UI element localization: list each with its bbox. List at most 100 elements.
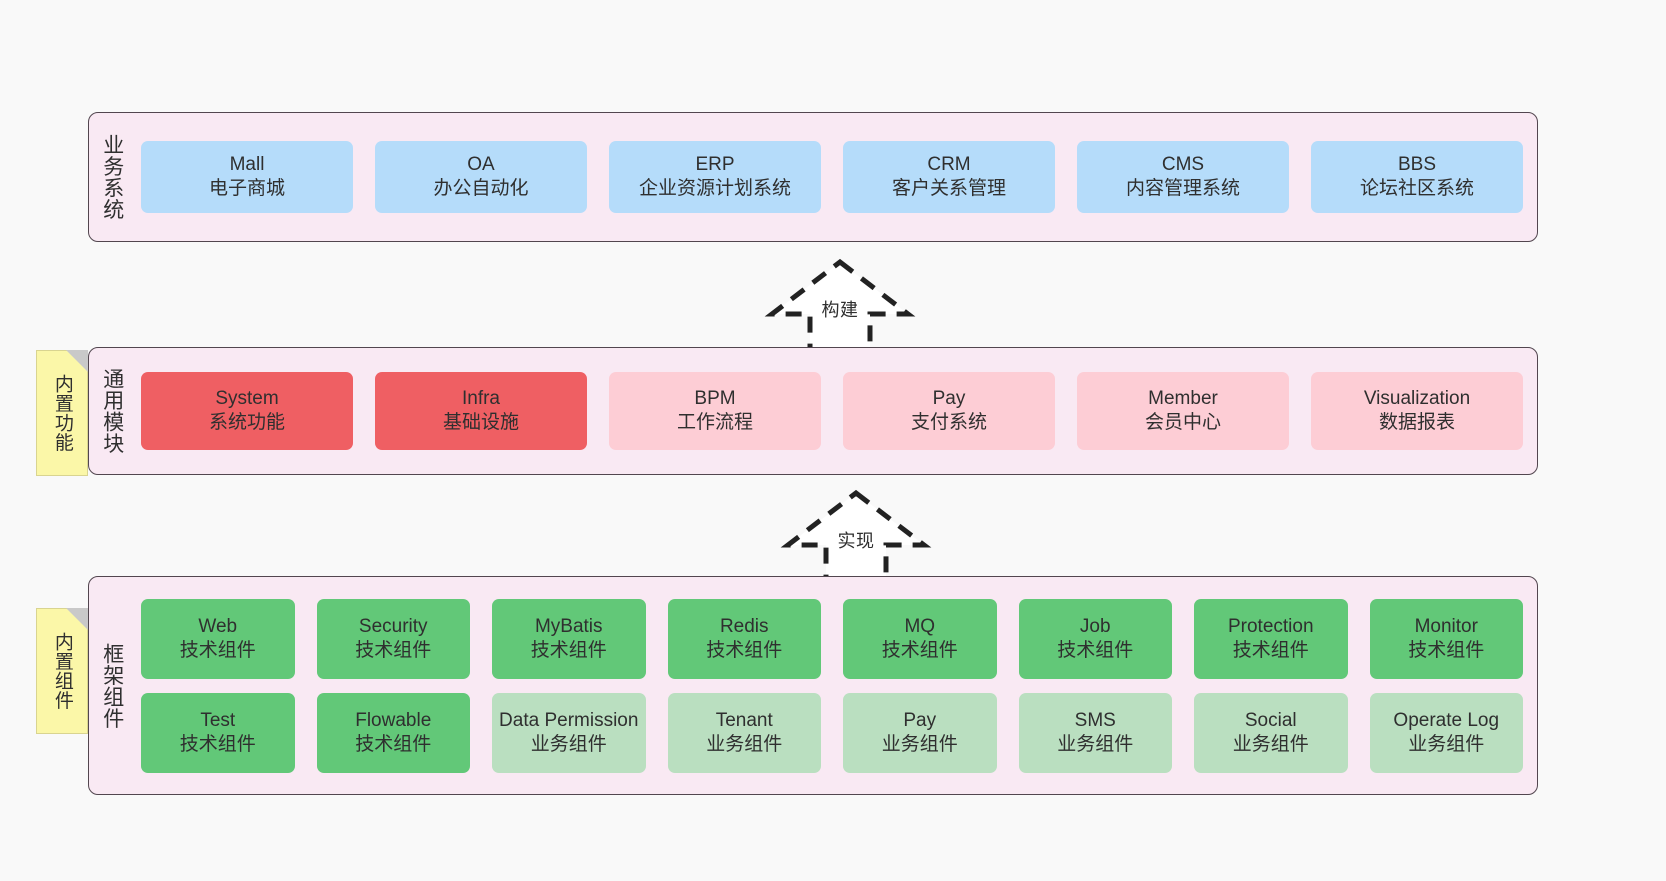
card-title: Redis xyxy=(719,615,769,637)
card-web[interactable]: Web 技术组件 xyxy=(141,598,295,679)
card-title: BPM xyxy=(694,388,736,410)
card-subtitle: 技术组件 xyxy=(530,639,607,661)
card-subtitle: 业务组件 xyxy=(1232,733,1309,755)
sticky-note-builtin-function: 内置功能 xyxy=(36,350,88,476)
hollow-arrow-shape xyxy=(764,258,916,356)
layer-title-framework-components: 框架组件 xyxy=(100,642,124,729)
card-subtitle: 技术组件 xyxy=(1408,639,1485,661)
layer-title-business-system: 业务系统 xyxy=(100,134,124,220)
common-modules-card-row: System 系统功能 Infra 基础设施 BPM 工作流程 Pay 支付系统… xyxy=(141,372,1523,450)
card-subtitle: 支付系统 xyxy=(910,412,987,433)
card-title: OA xyxy=(467,154,495,176)
card-job[interactable]: Job 技术组件 xyxy=(1018,598,1172,679)
sticky-note-label: 内置功能 xyxy=(51,374,73,452)
card-subtitle: 企业资源计划系统 xyxy=(638,178,791,199)
card-protection[interactable]: Protection 技术组件 xyxy=(1194,598,1348,679)
card-title: ERP xyxy=(695,154,735,176)
card-subtitle: 技术组件 xyxy=(1057,639,1134,661)
card-title: CRM xyxy=(927,154,971,176)
card-monitor[interactable]: Monitor 技术组件 xyxy=(1369,598,1523,679)
card-subtitle: 业务组件 xyxy=(1057,733,1134,755)
card-subtitle: 技术组件 xyxy=(1232,639,1309,661)
card-bbs[interactable]: BBS 论坛社区系统 xyxy=(1311,141,1523,213)
card-title: Tenant xyxy=(715,709,773,731)
card-title: Protection xyxy=(1227,615,1314,637)
card-subtitle: 业务组件 xyxy=(881,733,958,755)
card-title: Pay xyxy=(903,709,937,731)
sticky-fold-corner-icon xyxy=(66,608,88,630)
card-member[interactable]: Member 会员中心 xyxy=(1077,372,1289,450)
card-subtitle: 办公自动化 xyxy=(433,178,529,199)
connector-implement-arrow: 实现 xyxy=(776,489,936,587)
card-test[interactable]: Test 技术组件 xyxy=(141,692,295,773)
card-title: Pay xyxy=(932,388,966,410)
card-title: Flowable xyxy=(355,709,432,731)
layer-title-common-modules: 通用模块 xyxy=(100,368,124,454)
sticky-note-label: 内置组件 xyxy=(51,632,73,710)
card-infra[interactable]: Infra 基础设施 xyxy=(375,372,587,450)
sticky-note-builtin-component: 内置组件 xyxy=(36,608,88,734)
card-mall[interactable]: Mall 电子商城 xyxy=(141,141,353,213)
card-title: Operate Log xyxy=(1393,709,1500,731)
card-erp[interactable]: ERP 企业资源计划系统 xyxy=(609,141,821,213)
card-flowable[interactable]: Flowable 技术组件 xyxy=(316,692,470,773)
card-subtitle: 业务组件 xyxy=(706,733,783,755)
card-cms[interactable]: CMS 内容管理系统 xyxy=(1077,141,1289,213)
layer-business-system: 业务系统 Mall 电子商城 OA 办公自动化 ERP 企业资源计划系统 CRM… xyxy=(88,112,1538,242)
card-oa[interactable]: OA 办公自动化 xyxy=(375,141,587,213)
card-subtitle: 数据报表 xyxy=(1378,412,1455,433)
card-subtitle: 技术组件 xyxy=(355,733,432,755)
card-subtitle: 技术组件 xyxy=(881,639,958,661)
card-title: MQ xyxy=(904,615,936,637)
card-subtitle: 基础设施 xyxy=(442,412,519,433)
layer-body-framework-components: Web 技术组件 Security 技术组件 MyBatis 技术组件 Redi… xyxy=(135,577,1537,794)
card-sms[interactable]: SMS 业务组件 xyxy=(1018,692,1172,773)
card-title: Test xyxy=(200,709,236,731)
card-title: Job xyxy=(1079,615,1111,637)
card-tenant[interactable]: Tenant 业务组件 xyxy=(667,692,821,773)
card-security[interactable]: Security 技术组件 xyxy=(316,598,470,679)
card-subtitle: 技术组件 xyxy=(706,639,783,661)
card-data-permission[interactable]: Data Permission 业务组件 xyxy=(492,692,646,773)
card-crm[interactable]: CRM 客户关系管理 xyxy=(843,141,1055,213)
card-pay-component[interactable]: Pay 业务组件 xyxy=(843,692,997,773)
card-title: Web xyxy=(198,615,238,637)
card-subtitle: 工作流程 xyxy=(676,412,753,433)
card-pay-module[interactable]: Pay 支付系统 xyxy=(843,372,1055,450)
card-mybatis[interactable]: MyBatis 技术组件 xyxy=(492,598,646,679)
card-subtitle: 客户关系管理 xyxy=(891,178,1006,199)
card-subtitle: 技术组件 xyxy=(179,733,256,755)
card-mq[interactable]: MQ 技术组件 xyxy=(843,598,997,679)
card-title: BBS xyxy=(1397,154,1437,176)
hollow-arrow-shape xyxy=(780,489,932,587)
card-title: Infra xyxy=(461,388,501,410)
card-title: System xyxy=(215,388,279,410)
card-subtitle: 电子商城 xyxy=(208,178,285,199)
card-subtitle: 内容管理系统 xyxy=(1125,178,1240,199)
card-subtitle: 论坛社区系统 xyxy=(1359,178,1474,199)
card-redis[interactable]: Redis 技术组件 xyxy=(667,598,821,679)
framework-components-row-1: Web 技术组件 Security 技术组件 MyBatis 技术组件 Redi… xyxy=(141,598,1523,679)
card-visualization[interactable]: Visualization 数据报表 xyxy=(1311,372,1523,450)
framework-components-row-2: Test 技术组件 Flowable 技术组件 Data Permission … xyxy=(141,692,1523,773)
card-social[interactable]: Social 业务组件 xyxy=(1194,692,1348,773)
business-system-card-row: Mall 电子商城 OA 办公自动化 ERP 企业资源计划系统 CRM 客户关系… xyxy=(141,141,1523,213)
card-subtitle: 系统功能 xyxy=(208,412,285,433)
card-subtitle: 业务组件 xyxy=(1408,733,1485,755)
card-bpm[interactable]: BPM 工作流程 xyxy=(609,372,821,450)
card-subtitle: 技术组件 xyxy=(355,639,432,661)
card-subtitle: 会员中心 xyxy=(1144,412,1221,433)
card-subtitle: 业务组件 xyxy=(530,733,607,755)
card-title: Visualization xyxy=(1363,388,1471,410)
card-title: Monitor xyxy=(1414,615,1478,637)
card-title: CMS xyxy=(1161,154,1205,176)
card-operate-log[interactable]: Operate Log 业务组件 xyxy=(1369,692,1523,773)
layer-body-business-system: Mall 电子商城 OA 办公自动化 ERP 企业资源计划系统 CRM 客户关系… xyxy=(135,113,1537,241)
card-title: Social xyxy=(1244,709,1297,731)
layer-body-common-modules: System 系统功能 Infra 基础设施 BPM 工作流程 Pay 支付系统… xyxy=(135,348,1537,474)
card-title: Mall xyxy=(229,154,265,176)
card-title: SMS xyxy=(1074,709,1116,731)
card-title: Security xyxy=(358,615,428,637)
card-system[interactable]: System 系统功能 xyxy=(141,372,353,450)
